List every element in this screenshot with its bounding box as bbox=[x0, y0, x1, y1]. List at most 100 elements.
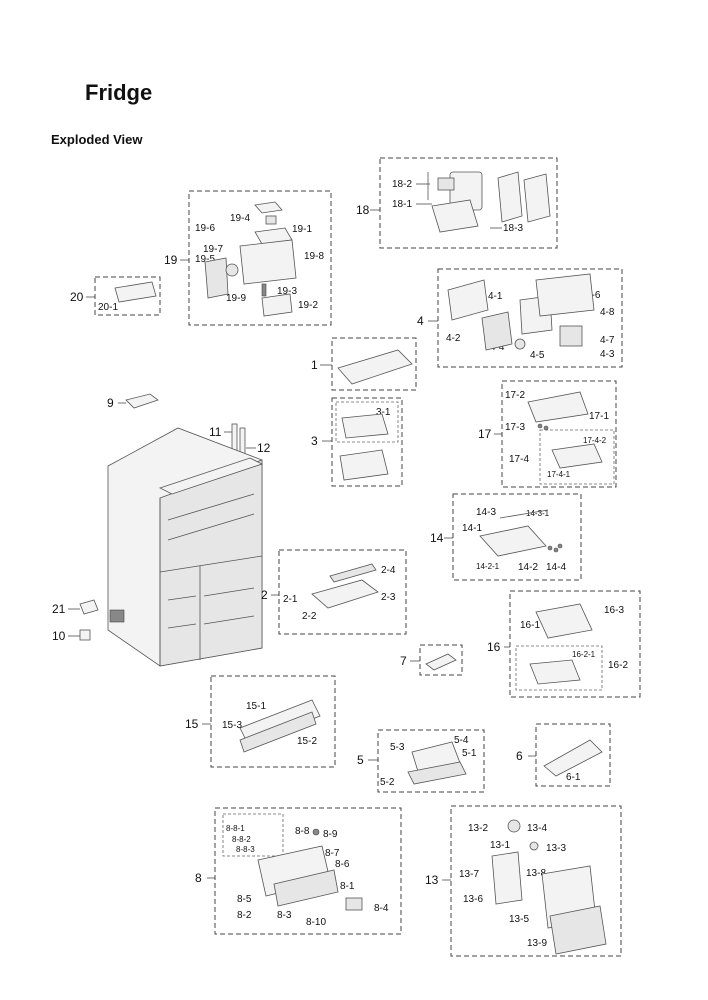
group-3-sub-box bbox=[335, 401, 399, 443]
group-6: 6 6-1 bbox=[516, 723, 611, 787]
part-12-number: 12 bbox=[257, 441, 271, 455]
page-subtitle: Exploded View bbox=[51, 132, 143, 147]
shroud-part bbox=[114, 281, 157, 303]
part-label: 8-2 bbox=[237, 910, 252, 921]
part-label: 17-4-2 bbox=[583, 436, 607, 445]
part-label: 13-7 bbox=[459, 869, 479, 880]
group-15: 15 15-1 15-3 15-2 bbox=[185, 675, 336, 768]
group-20-box bbox=[94, 276, 161, 316]
group-19: 19 19-4 19-6 19-1 19-7 19-5 19-8 19-3 19… bbox=[164, 190, 332, 326]
part-label: 5-3 bbox=[390, 742, 405, 753]
part-label: 19-6 bbox=[195, 223, 215, 234]
part-label: 8-5 bbox=[237, 894, 252, 905]
group-6-box bbox=[535, 723, 611, 787]
group-13: 13 13-2 13-4 13-1 13-3 13-7 13-8 13-6 13… bbox=[425, 805, 622, 957]
part-label: 13-6 bbox=[463, 894, 483, 905]
part-label: 19-1 bbox=[292, 224, 312, 235]
part-label: 19-5 bbox=[195, 254, 215, 265]
part-11-number: 11 bbox=[209, 425, 222, 439]
part-label: 17-4-1 bbox=[547, 470, 571, 479]
part-label: 16-2-1 bbox=[572, 650, 596, 659]
group-3-box bbox=[331, 397, 403, 487]
part-label: 4-1 bbox=[488, 291, 503, 302]
part-label: 13-4 bbox=[527, 823, 547, 834]
group-15-box bbox=[210, 675, 336, 768]
part-label: 16-3 bbox=[604, 605, 624, 616]
part-label: 15-3 bbox=[222, 720, 242, 731]
part-label: 2-3 bbox=[381, 592, 396, 603]
part-7: 7 bbox=[400, 644, 463, 676]
refrigerator-cabinet bbox=[107, 427, 264, 667]
group-2: 2 2-4 2-1 2-3 2-2 bbox=[261, 549, 407, 635]
group-4-box bbox=[437, 268, 623, 368]
part-label: 13-3 bbox=[546, 843, 566, 854]
part-label: 8-9 bbox=[323, 829, 338, 840]
group-8-number: 8 bbox=[195, 871, 202, 885]
group-14-box bbox=[452, 493, 582, 581]
part-label: 2-4 bbox=[381, 565, 396, 576]
group-18-number: 18 bbox=[356, 203, 370, 217]
group-19-number: 19 bbox=[164, 253, 178, 267]
part-label: 8-1 bbox=[340, 881, 355, 892]
part-label: 20-1 bbox=[98, 302, 118, 313]
group-3: 3 3-1 bbox=[311, 397, 403, 487]
group-1-number: 1 bbox=[311, 358, 318, 372]
group-5-box bbox=[377, 729, 485, 793]
group-4: 4 4-1 4-6 4-8 4-2 4-4 4-5 4-7 4-3 bbox=[417, 268, 623, 368]
part-label: 17-2 bbox=[505, 390, 525, 401]
group-16-number: 16 bbox=[487, 640, 501, 654]
shelf-assembly-illustration bbox=[527, 391, 603, 469]
part-label: 14-3-1 bbox=[526, 509, 550, 518]
evaporator-fan-illustration bbox=[447, 273, 595, 351]
part-label: 5-4 bbox=[454, 735, 469, 746]
group-17-sub-box bbox=[539, 429, 615, 485]
parts-21-10: 21 10 bbox=[52, 599, 99, 643]
part-label: 8-7 bbox=[325, 848, 340, 859]
group-13-number: 13 bbox=[425, 873, 439, 887]
group-18: 18 18-2 18-1 18-3 bbox=[356, 157, 558, 249]
part-label: 4-2 bbox=[446, 333, 461, 344]
part-label: 18-3 bbox=[503, 223, 523, 234]
group-8-sub-box bbox=[222, 813, 284, 857]
part-label: 18-1 bbox=[392, 199, 412, 210]
group-1: 1 bbox=[311, 337, 417, 391]
part-label: 13-5 bbox=[509, 914, 529, 925]
part-label: 17-3 bbox=[505, 422, 525, 433]
ice-maker-parts-illustration bbox=[427, 171, 551, 233]
part-label: 19-3 bbox=[277, 286, 297, 297]
part-label: 3-1 bbox=[376, 407, 391, 418]
drawer-bins-illustration bbox=[339, 413, 389, 481]
part-label: 15-1 bbox=[246, 701, 266, 712]
group-14: 14 14-3 14-3-1 14-1 14-2-1 14-2 14-4 bbox=[430, 493, 582, 581]
part-label: 14-3 bbox=[476, 507, 496, 518]
cover-part bbox=[543, 739, 603, 777]
part-label: 16-1 bbox=[520, 620, 540, 631]
shelf-frame-illustration bbox=[529, 603, 593, 685]
part-label: 13-8 bbox=[526, 868, 546, 879]
group-16-sub-box bbox=[515, 645, 603, 691]
control-panel-illustration bbox=[257, 828, 363, 911]
group-5-number: 5 bbox=[357, 753, 364, 767]
part-label: 15-2 bbox=[297, 736, 317, 747]
part-label: 4-6 bbox=[586, 290, 601, 301]
part-label: 14-1 bbox=[462, 523, 482, 534]
part-label: 8-8-3 bbox=[236, 845, 255, 854]
part-label: 8-8 bbox=[295, 826, 310, 837]
part-7-number: 7 bbox=[400, 654, 407, 668]
shelf-part bbox=[337, 349, 413, 385]
group-2-box bbox=[278, 549, 407, 635]
part-label: 8-4 bbox=[374, 903, 389, 914]
part-label: 2-1 bbox=[283, 594, 298, 605]
dispenser-motor-illustration bbox=[204, 201, 297, 317]
part-9: 9 bbox=[107, 393, 159, 410]
part-label: 4-7 bbox=[600, 335, 615, 346]
divider-illustration bbox=[311, 563, 379, 609]
group-20-number: 20 bbox=[70, 290, 84, 304]
page-title: Fridge bbox=[85, 80, 153, 105]
part-10-number: 10 bbox=[52, 629, 66, 643]
part-label: 8-3 bbox=[277, 910, 292, 921]
part-label: 8-6 bbox=[335, 859, 350, 870]
group-15-number: 15 bbox=[185, 717, 199, 731]
part-label: 13-9 bbox=[527, 938, 547, 949]
